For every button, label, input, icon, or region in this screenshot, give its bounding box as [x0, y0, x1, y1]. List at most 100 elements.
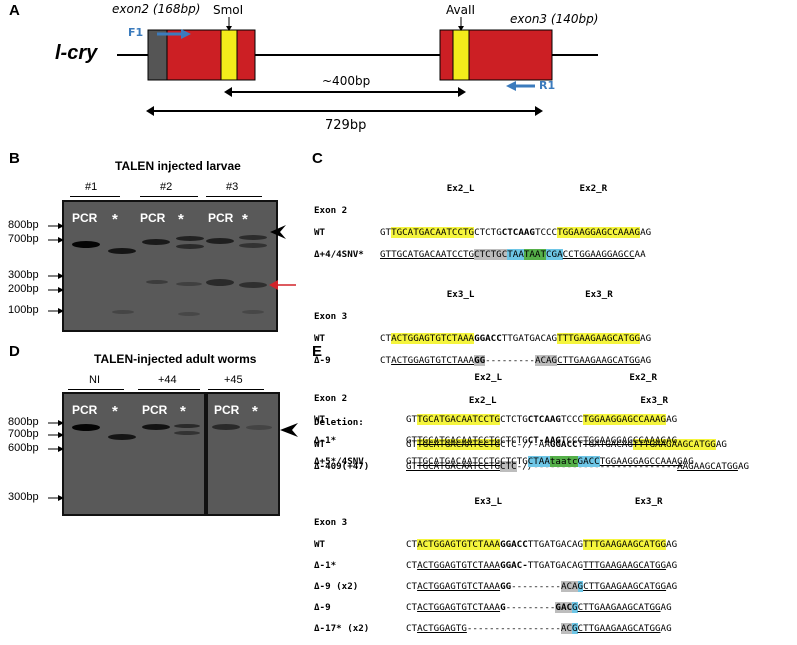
group-label-2: #2 [160, 181, 173, 193]
gel-band [212, 424, 240, 430]
gel-band [242, 310, 264, 314]
exon2-block [166, 29, 256, 81]
gel-band [142, 424, 170, 430]
e-ex3-m1: Δ-1*CTACTGGAGTGTCTAAAGGAC-TTGATGACAGTTTG… [314, 559, 678, 571]
marker-label: 300bp [8, 491, 39, 503]
gel-d: PCR * PCR * [62, 392, 206, 516]
marker-label: 200bp [8, 283, 39, 295]
gel-band [176, 282, 202, 286]
gel-band [72, 241, 100, 248]
lane-label: * [252, 403, 258, 420]
panel-e-letter: E [312, 343, 323, 360]
utr-block [147, 29, 169, 81]
e-ex3-m4: Δ-17* (x2)CTACTGGAGTG-----------------AC… [314, 623, 672, 635]
c-tags-del: Deletion: GTEx2_Lxxxxxxxxxxxxxxxxxxxxxxx… [468, 395, 669, 406]
arrowhead-icon [280, 423, 298, 437]
f1-label: F1 [128, 26, 144, 39]
group-underline-44 [138, 389, 200, 390]
gel-band [239, 282, 267, 288]
smoi-label: SmoI [213, 3, 244, 17]
marker-label: 300bp [8, 269, 39, 281]
e-ex3-title: Exon 3 [314, 517, 348, 529]
gel-band [176, 236, 204, 241]
gel-band [176, 244, 204, 249]
lane-label: * [178, 211, 184, 228]
gel-band [206, 238, 234, 244]
panel-b-letter: B [9, 150, 20, 167]
lane-label: PCR [140, 211, 166, 225]
gel-band [174, 431, 200, 435]
gel-d2: PCR * [206, 392, 280, 516]
group-underline-1 [70, 196, 120, 197]
smoi-site [220, 29, 238, 81]
gel-band [239, 235, 267, 240]
panel-e-seq: Exon 2 GTTGEx2_LxxxxxxxxxxxxxxxxxxxxxxxE… [314, 362, 694, 645]
gel-band [108, 434, 136, 440]
c-ex3-title: Exon 3 [314, 311, 348, 322]
gene-diagram [117, 17, 598, 116]
group-label-45: +45 [224, 374, 243, 386]
exon3-label: exon3 (140bp) [510, 12, 599, 26]
group-underline-2 [140, 196, 198, 197]
marker-label: 700bp [8, 428, 39, 440]
panel-c-letter: C [312, 150, 323, 167]
red-arrow-icon [269, 280, 296, 290]
lane-label: * [180, 403, 186, 420]
c-tags-ex3: Exon 3 CTACEx3_LxxxxxxxxxxxxxxxxxxxxEx3_… [446, 289, 613, 300]
gel-band [174, 424, 200, 428]
e-tags-ex2: Exon 2 GTTGEx2_LxxxxxxxxxxxxxxxxxxxxxxxE… [474, 371, 657, 383]
e-ex2-m1: Δ-1*GTTGCATGACAATCCTGCTCTGCT-AAGTCCCTGGA… [314, 435, 678, 447]
e-tags-ex3: Exon 3 CTACEx3_Lxxxxxxxxxxxxxxxxxxxxxxxx… [474, 496, 663, 508]
lane-label: PCR [72, 403, 98, 417]
avaii-site [452, 29, 470, 81]
gel-band [142, 239, 170, 245]
gel-band [112, 310, 134, 314]
lane-label: PCR [142, 403, 168, 417]
group-label-1: #1 [85, 181, 98, 193]
gel-band [108, 248, 136, 254]
lane-label: * [112, 403, 118, 420]
lane-label: * [242, 211, 248, 228]
gel-band [178, 312, 200, 316]
gel-band [146, 280, 168, 284]
panel-d-title: TALEN-injected adult worms [94, 352, 257, 366]
gene-label: l-cry [55, 42, 98, 64]
arrowhead-icon [270, 225, 286, 239]
panel-c-seq: Exon 2 GTTGEx2_LxxxxxxxxxxxxxxxxxxxEx2_R… [314, 172, 749, 483]
group-underline-ni [68, 389, 124, 390]
dist400-label: ~400bp [322, 74, 371, 88]
c-del-title: Deletion: [314, 417, 364, 428]
group-underline-45 [208, 389, 264, 390]
marker-label: 800bp [8, 219, 39, 231]
c-ex2-mut: Δ+4/4SNV*GTTGCATGACAATCCTGCTCTGCTAATAATC… [314, 249, 646, 260]
lane-label: * [112, 211, 118, 228]
avaii-label: AvaII [446, 3, 476, 17]
e-ex2-title: Exon 2 [314, 392, 348, 404]
group-label-3: #3 [226, 181, 239, 193]
gel-band [72, 424, 100, 431]
marker-label: 600bp [8, 442, 39, 454]
lane-label: PCR [214, 403, 240, 417]
c-tags-ex2: Exon 2 GTTGEx2_LxxxxxxxxxxxxxxxxxxxEx2_R [446, 183, 608, 194]
dist729-label: 729bp [325, 118, 367, 133]
marker-label: 700bp [8, 233, 39, 245]
panel-d-letter: D [9, 343, 20, 360]
marker-arrows-d [48, 420, 64, 501]
gel-band [206, 279, 234, 286]
lane-label: PCR [72, 211, 98, 225]
group-underline-3 [206, 196, 262, 197]
lane-label: PCR [208, 211, 234, 225]
group-label-44: +44 [158, 374, 177, 386]
panel-b-title: TALEN injected larvae [115, 159, 241, 173]
marker-label: 800bp [8, 416, 39, 428]
marker-label: 100bp [8, 304, 39, 316]
marker-arrows-b [48, 223, 64, 314]
gel-band [246, 425, 272, 430]
